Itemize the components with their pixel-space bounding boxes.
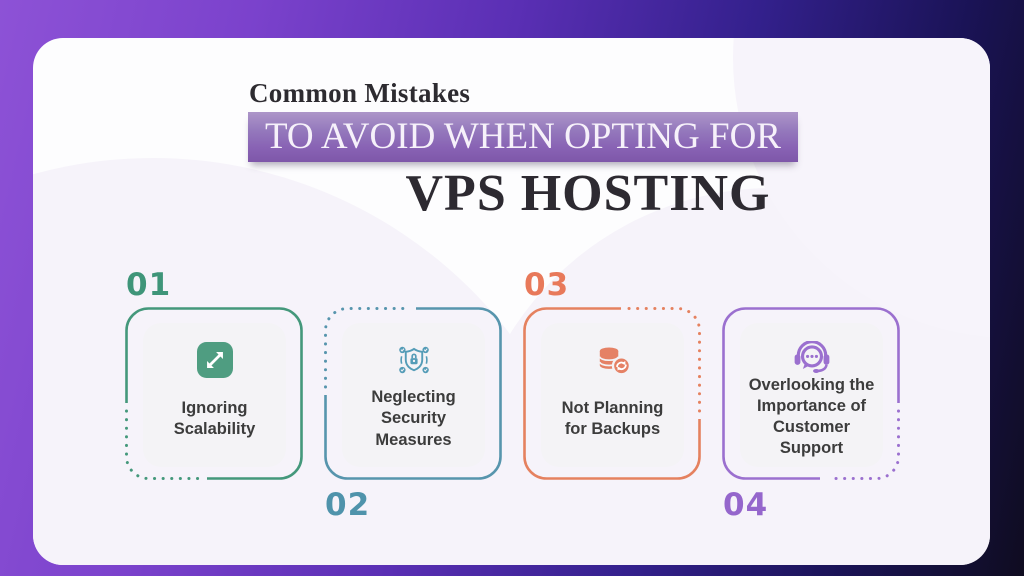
card-number: 04	[723, 487, 769, 523]
security-shield-lock-icon	[398, 346, 429, 374]
card-tile: Neglecting Security Measures	[342, 323, 485, 467]
card-label: Overlooking the Importance of Customer S…	[748, 376, 875, 458]
card-tile: Not Planning for Backups	[541, 323, 684, 467]
card-border	[722, 307, 900, 480]
card-tile: Ignoring Scalability	[143, 323, 286, 467]
card-neglecting-security: 02	[324, 307, 502, 521]
card-ignoring-scalability: 01 Ignoring Scalability	[125, 270, 303, 480]
card-border	[523, 307, 701, 480]
page-title: VPS HOSTING	[405, 165, 771, 222]
card-number: 02	[325, 487, 371, 523]
header-highlight-band: TO AVOID WHEN OPTING FOR	[248, 112, 798, 162]
card-label: Not Planning for Backups	[561, 398, 664, 438]
card-tile: Overlooking the Importance of Customer S…	[740, 323, 883, 467]
card-number: 03	[524, 267, 570, 303]
card-label: Neglecting Security Measures	[371, 388, 456, 449]
headset-support-icon	[794, 341, 829, 373]
card-number: 01	[126, 267, 172, 303]
expand-arrows-icon	[196, 342, 233, 378]
card-overlooking-support: 04 Overlooking the Importance of Custome…	[722, 307, 900, 521]
database-backup-icon	[598, 347, 631, 376]
card-not-planning-backups: 03 Not Planning for Backups	[523, 270, 701, 480]
card-border	[125, 307, 303, 480]
white-content-panel: Common Mistakes TO AVOID WHEN OPTING FOR…	[33, 38, 990, 565]
card-label: Ignoring Scalability	[173, 398, 256, 438]
card-border	[324, 307, 502, 480]
header-eyebrow: Common Mistakes	[249, 78, 471, 108]
